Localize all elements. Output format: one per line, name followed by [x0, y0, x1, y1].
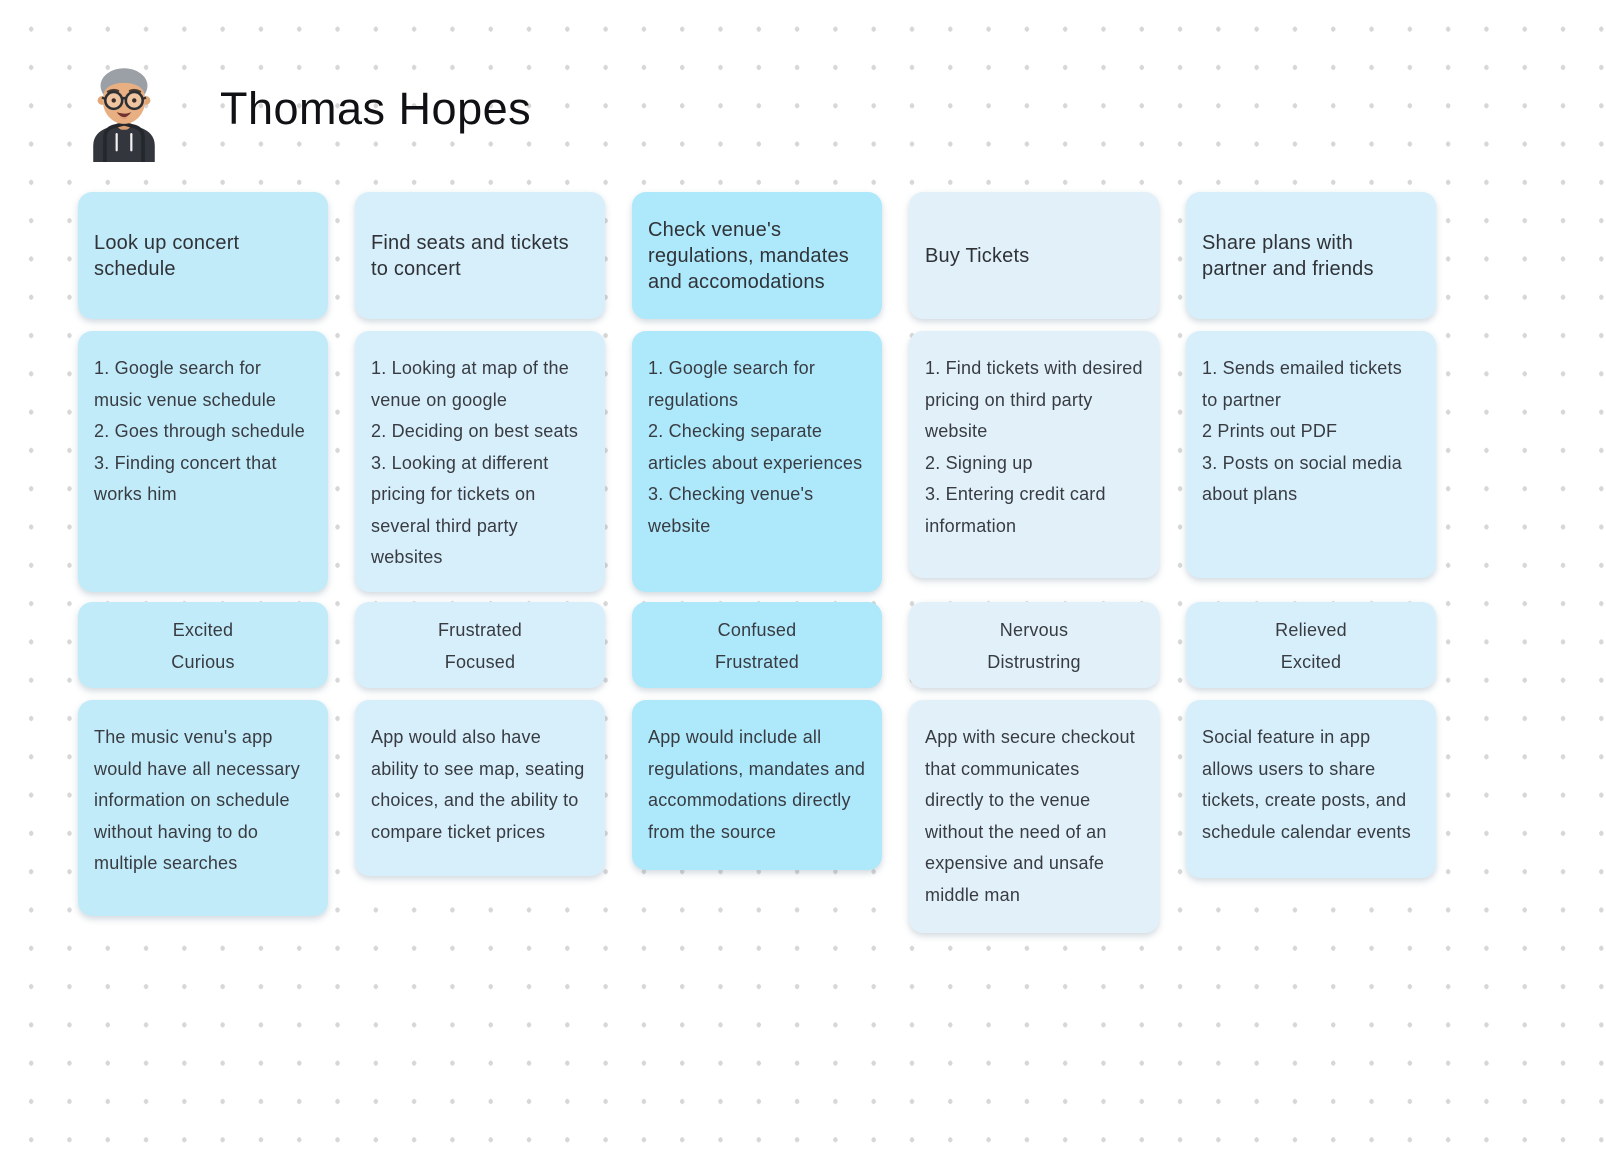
step-item: 2. Signing up	[925, 452, 1033, 473]
step-item: 2. Checking separate articles about expe…	[648, 421, 863, 473]
step-item: 3. Checking venue's website	[648, 484, 814, 536]
emotion-label: Frustrated	[714, 651, 800, 672]
stage-title: Find seats and tickets to concert	[371, 231, 569, 280]
emotion-label: Frustrated	[437, 620, 523, 640]
journey-columns: Look up concert schedule 1. Google searc…	[78, 192, 1436, 933]
step-item: 1. Looking at map of the venue on google	[371, 358, 569, 410]
emotion-label: Excited	[1280, 651, 1342, 672]
step-item: 2. Deciding on best seats	[371, 421, 579, 441]
solution-text: Social feature in app allows users to sh…	[1202, 727, 1411, 842]
emotion-label: Curious	[171, 651, 235, 672]
solution-text: App with secure checkout that communicat…	[925, 727, 1135, 905]
step-item: 1. Find tickets with desired pricing on …	[925, 358, 1143, 441]
solution-text: App would include all regulations, manda…	[648, 727, 866, 842]
stage-title-card-5[interactable]: Share plans with partner and friends	[1186, 192, 1436, 319]
emotions-card-1[interactable]: Excited Curious	[78, 602, 328, 688]
step-item: 3. Entering credit card information	[925, 484, 1106, 536]
steps-card-1[interactable]: 1. Google search for music venue schedul…	[78, 331, 328, 592]
stage-title-card-4[interactable]: Buy Tickets	[909, 192, 1159, 319]
persona-header: Thomas Hopes	[80, 55, 531, 162]
solution-card-3[interactable]: App would include all regulations, manda…	[632, 700, 882, 870]
step-item: 3. Finding concert that works him	[94, 452, 277, 505]
stage-title-card-3[interactable]: Check venue's regulations, mandates and …	[632, 192, 882, 319]
step-item: 2. Goes through schedule	[94, 421, 305, 441]
emotion-label: Distrustring	[987, 651, 1081, 672]
emotion-label: Focused	[444, 651, 516, 672]
step-item: 2 Prints out PDF	[1202, 421, 1338, 441]
solution-text: The music venu's app would have all nece…	[94, 727, 300, 873]
step-item: 3. Looking at different pricing for tick…	[371, 452, 549, 568]
steps-card-4[interactable]: 1. Find tickets with desired pricing on …	[909, 331, 1159, 578]
emotions-card-3[interactable]: Confused Frustrated	[632, 602, 882, 688]
step-item: 1. Google search for regulations	[648, 358, 816, 410]
persona-avatar-icon	[80, 55, 168, 162]
journey-column-4: Buy Tickets 1. Find tickets with desired…	[909, 192, 1159, 933]
steps-card-2[interactable]: 1. Looking at map of the venue on google…	[355, 331, 605, 592]
emotion-label: Relieved	[1275, 620, 1347, 640]
steps-card-5[interactable]: 1. Sends emailed tickets to partner 2 Pr…	[1186, 331, 1436, 578]
stage-title: Look up concert schedule	[94, 231, 240, 280]
stage-title: Check venue's regulations, mandates and …	[648, 218, 849, 293]
emotion-label: Excited	[172, 620, 234, 640]
journey-column-3: Check venue's regulations, mandates and …	[632, 192, 882, 933]
solution-text: App would also have ability to see map, …	[371, 727, 585, 842]
emotions-card-4[interactable]: Nervous Distrustring	[909, 602, 1159, 688]
persona-name: Thomas Hopes	[220, 82, 532, 134]
stage-title: Share plans with partner and friends	[1202, 231, 1374, 280]
emotion-label: Confused	[717, 620, 797, 640]
journey-column-1: Look up concert schedule 1. Google searc…	[78, 192, 328, 933]
journey-column-2: Find seats and tickets to concert 1. Loo…	[355, 192, 605, 933]
step-item: 1. Google search for music venue schedul…	[94, 358, 277, 410]
solution-card-4[interactable]: App with secure checkout that communicat…	[909, 700, 1159, 933]
solution-card-2[interactable]: App would also have ability to see map, …	[355, 700, 605, 876]
step-item: 3. Posts on social media about plans	[1202, 452, 1402, 505]
emotions-card-5[interactable]: Relieved Excited	[1186, 602, 1436, 688]
step-item: 1. Sends emailed tickets to partner	[1202, 358, 1402, 410]
steps-card-3[interactable]: 1. Google search for regulations 2. Chec…	[632, 331, 882, 592]
solution-card-5[interactable]: Social feature in app allows users to sh…	[1186, 700, 1436, 878]
stage-title: Buy Tickets	[925, 244, 1030, 267]
emotion-label: Nervous	[999, 620, 1069, 640]
solution-card-1[interactable]: The music venu's app would have all nece…	[78, 700, 328, 916]
stage-title-card-1[interactable]: Look up concert schedule	[78, 192, 328, 319]
emotions-card-2[interactable]: Frustrated Focused	[355, 602, 605, 688]
stage-title-card-2[interactable]: Find seats and tickets to concert	[355, 192, 605, 319]
journey-column-5: Share plans with partner and friends 1. …	[1186, 192, 1436, 933]
